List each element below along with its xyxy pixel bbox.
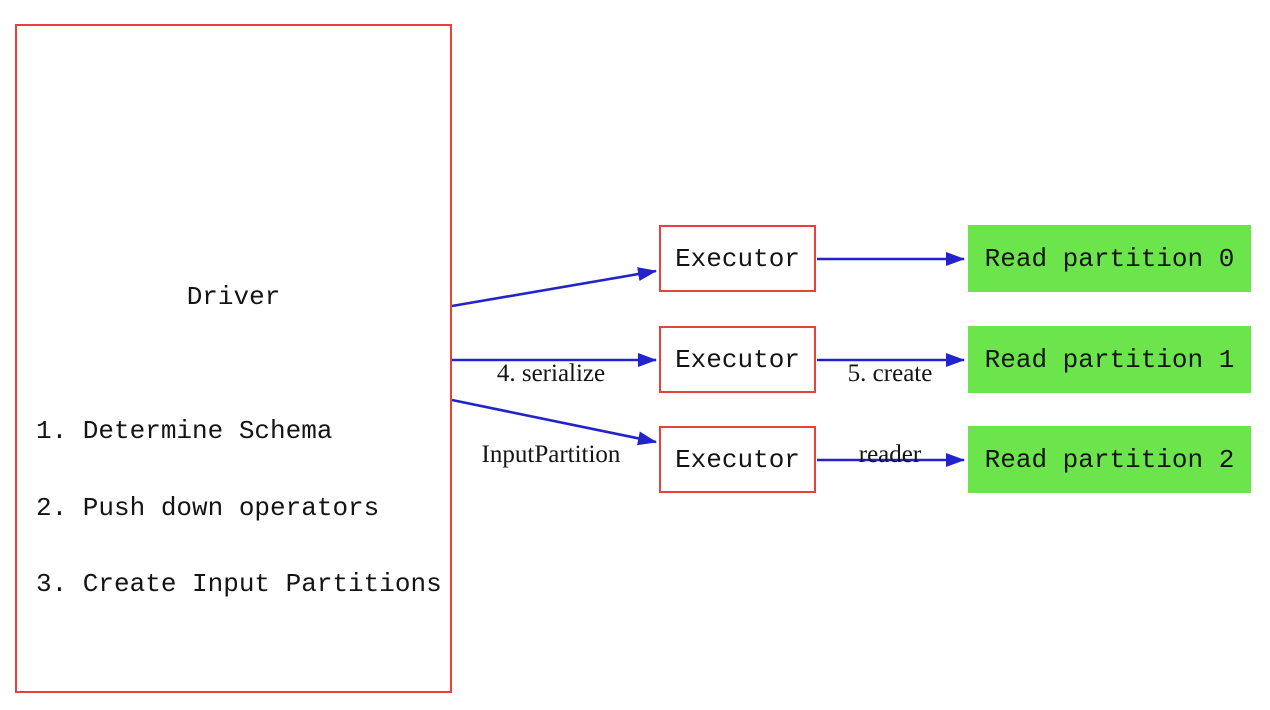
read-partition-label: Read partition 0 xyxy=(984,243,1235,274)
edge-label-line: reader xyxy=(858,441,922,468)
executor-label: Executor xyxy=(675,344,800,375)
edge-label-serialize-inputpartition: 4. serialize InputPartition xyxy=(482,306,621,522)
edge-label-create-reader: 5. create reader xyxy=(848,306,933,522)
edge-label-line: 4. serialize xyxy=(496,360,606,387)
read-partition-box-2: Read partition 2 xyxy=(968,426,1251,493)
executor-box-2: Executor xyxy=(659,426,816,493)
read-partition-box-0: Read partition 0 xyxy=(968,225,1251,292)
driver-step: 2. Push down operators xyxy=(36,492,380,523)
edge-label-line: 5. create xyxy=(847,360,933,387)
read-partition-label: Read partition 1 xyxy=(984,344,1235,375)
driver-step: 3. Create Input Partitions xyxy=(36,569,442,599)
arrow-driver-to-executor-2 xyxy=(451,398,657,446)
executor-label: Executor xyxy=(675,243,800,274)
driver-step: 1. Determine Schema xyxy=(36,416,333,446)
arrow-driver-to-executor-0 xyxy=(451,267,657,308)
executor-label: Executor xyxy=(675,444,800,475)
executor-box-0: Executor xyxy=(659,225,816,292)
read-partition-box-1: Read partition 1 xyxy=(968,326,1251,393)
driver-title: Driver xyxy=(186,282,281,312)
executor-box-1: Executor xyxy=(659,326,816,393)
edge-label-line: InputPartition xyxy=(481,441,621,468)
read-partition-label: Read partition 2 xyxy=(984,444,1235,475)
driver-steps-list: 1. Determine Schema 2. Push down operato… xyxy=(36,368,442,649)
driver-box: Driver 1. Determine Schema 2. Push down … xyxy=(15,24,452,693)
